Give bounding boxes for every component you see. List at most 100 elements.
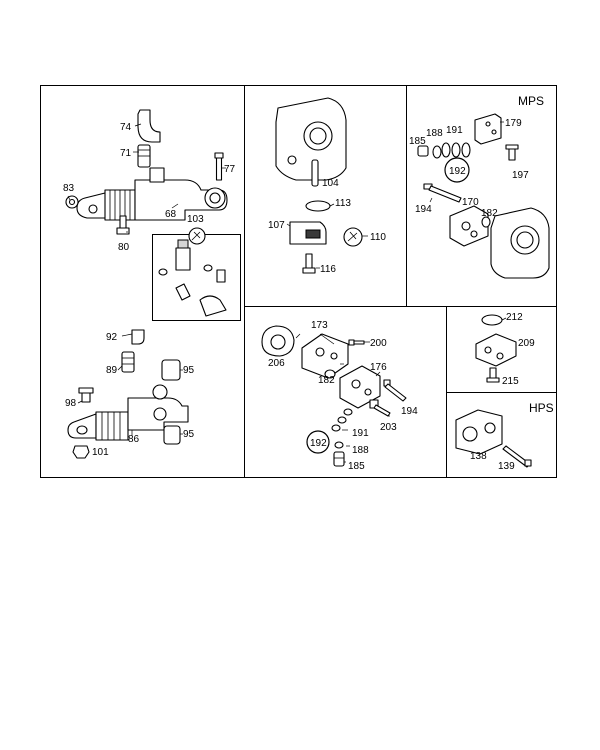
callout-215: 215 (502, 376, 519, 387)
callout-68: 68 (165, 209, 177, 220)
seal-182 (481, 216, 491, 228)
callout-110: 110 (370, 232, 386, 243)
callout-98: 98 (65, 398, 77, 409)
callout-194b: 194 (401, 406, 418, 417)
valve-176 (339, 365, 381, 409)
leader-lines (67, 121, 507, 463)
callout-191b: 191 (352, 428, 369, 439)
callout-138: 138 (470, 451, 487, 462)
bolt-203 (373, 404, 391, 417)
cover-173 (301, 333, 349, 379)
callout-107: 107 (268, 220, 285, 231)
cup-103 (199, 295, 227, 317)
seal-212 (481, 314, 503, 326)
elbow-fitting-74 (137, 109, 161, 143)
seal-182b (324, 369, 336, 379)
callout-labels: 74 71 77 83 68 103 80 92 89 95 98 86 95 … (63, 118, 535, 472)
grease-tube-103 (175, 247, 191, 271)
bolt-77-shank (215, 157, 223, 181)
cylinder-body-68 (134, 179, 228, 221)
bolt-194b (384, 383, 407, 402)
callout-212: 212 (506, 312, 523, 323)
callout-176: 176 (370, 362, 387, 373)
callout-116: 116 (320, 264, 336, 275)
panel-1-parts (65, 109, 228, 317)
callout-179: 179 (505, 118, 522, 129)
callout-113: 113 (335, 198, 351, 209)
panel-2-parts (275, 97, 363, 274)
callout-101: 101 (92, 447, 109, 458)
valve-209 (475, 333, 517, 367)
valve-103b (216, 269, 226, 283)
callout-194a: 194 (415, 204, 432, 215)
elbow-fitting-92 (131, 329, 145, 345)
callout-192b: 192 (310, 438, 327, 449)
panel-5-parts (475, 314, 517, 383)
seal-ring-103b (203, 264, 213, 272)
cylinder-boss-68 (149, 167, 165, 183)
callout-104: 104 (322, 178, 339, 189)
outer-frame (40, 85, 557, 478)
pin-104 (311, 159, 319, 187)
callout-92: 92 (106, 332, 118, 343)
callout-95b: 95 (183, 429, 195, 440)
screw-200 (353, 340, 365, 345)
screw-116 (305, 253, 313, 269)
section-label-mps: MPS (518, 94, 544, 108)
gasket-113 (305, 200, 331, 212)
panel-6-parts (455, 409, 532, 468)
callout-200: 200 (370, 338, 387, 349)
callout-86: 86 (128, 434, 140, 445)
fitting-185b (333, 451, 345, 467)
panel-1-lower-parts (67, 329, 189, 459)
nut-101 (72, 445, 90, 459)
screw-80 (119, 215, 127, 229)
callout-191a: 191 (446, 125, 463, 136)
screw-197 (508, 147, 516, 161)
detail-box-103 (152, 234, 241, 321)
bolt-139 (502, 445, 531, 468)
section-label-hps: HPS (529, 401, 554, 415)
callout-71: 71 (120, 148, 132, 159)
callout-182a: 182 (481, 208, 498, 219)
kit-marker-192b (306, 430, 330, 454)
callout-185a: 185 (409, 136, 426, 147)
fitting-89 (121, 351, 135, 373)
callout-103: 103 (187, 214, 204, 225)
callout-182b: 182 (318, 375, 335, 386)
callout-185b: 185 (348, 461, 365, 472)
callout-173: 173 (311, 320, 328, 331)
callout-139: 139 (498, 461, 515, 472)
callout-80: 80 (118, 242, 130, 253)
bolt-77 (214, 152, 224, 159)
seal-188b (334, 441, 344, 449)
fitting-185 (417, 145, 429, 157)
cap-95b (163, 425, 181, 445)
callout-203: 203 (380, 422, 397, 433)
seal-191b (331, 424, 341, 432)
callout-188b: 188 (352, 445, 369, 456)
panel-frames (40, 85, 557, 478)
seal-ring-103a (158, 268, 168, 276)
callout-206: 206 (268, 358, 285, 369)
cap-95a (161, 359, 181, 381)
seal-191 (451, 142, 461, 158)
kit-marker-192 (444, 157, 470, 183)
callout-209: 209 (518, 338, 535, 349)
valve-103a (175, 283, 191, 301)
wrench-icon (188, 227, 206, 245)
callout-83: 83 (63, 183, 75, 194)
callout-77: 77 (224, 164, 236, 175)
panel-3-parts (417, 113, 550, 279)
screw-200-head (348, 339, 355, 346)
callout-74: 74 (120, 122, 132, 133)
callout-95a: 95 (183, 365, 195, 376)
callout-188a: 188 (426, 128, 443, 139)
screw-215 (489, 367, 497, 379)
cylinder-boot-86 (95, 411, 129, 441)
callout-197: 197 (512, 170, 529, 181)
panel-4-parts (261, 325, 407, 467)
callout-170: 170 (462, 197, 479, 208)
seal-188 (432, 145, 442, 159)
